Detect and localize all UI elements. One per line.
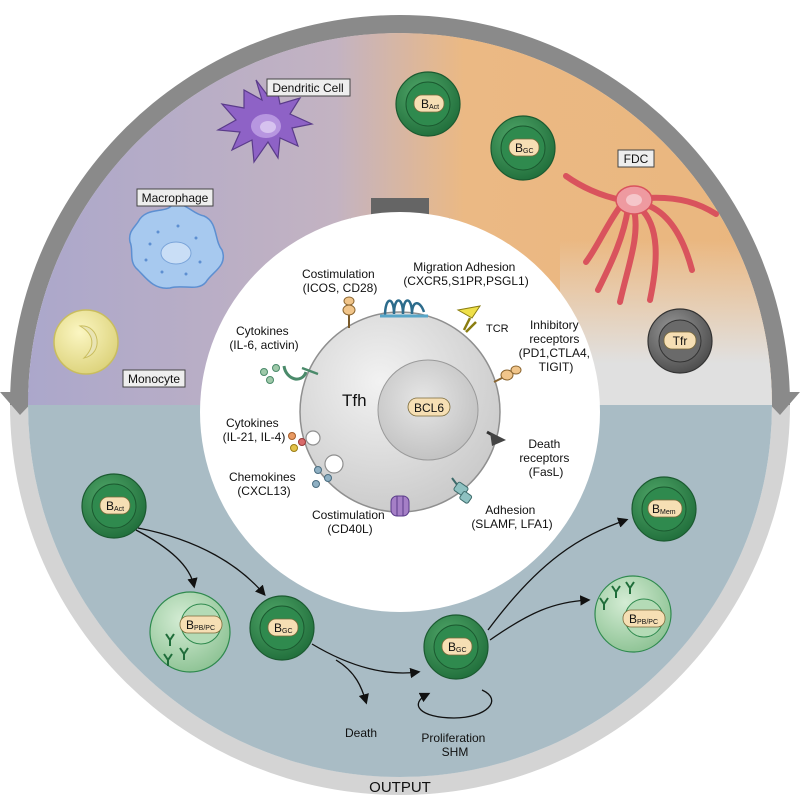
macrophage-cell: [128, 203, 225, 289]
label-costim-bottom: Costimulation (CD40L): [312, 508, 388, 536]
label-proliferation: Proliferation SHM: [421, 731, 488, 759]
svg-text:BAct: BAct: [106, 499, 124, 513]
b-act-cell-bottom: BAct: [81, 473, 147, 539]
label-death: Death: [345, 726, 377, 740]
label-death-receptors: Death receptors (FasL): [519, 437, 572, 479]
tfh-cell: Tfh BCL6: [299, 311, 501, 513]
receptor-inhibitory: [493, 365, 522, 383]
arrow-act-to-gc: [137, 527, 266, 596]
macrophage-label: Macrophage: [136, 188, 214, 207]
label-inhibitory: Inhibitory receptors (PD1,CTLA4, TIGIT): [519, 318, 594, 374]
b-gc-cell-middle: BGC: [249, 595, 315, 661]
monocyte-label: Monocyte: [122, 369, 186, 388]
svg-text:Dendritic Cell: Dendritic Cell: [272, 81, 343, 95]
label-migration: Migration Adhesion (CXCR5,S1PR,PSGL1): [403, 260, 528, 288]
b-act-cell-top: BAct: [395, 71, 461, 137]
label-chemokines: Chemokines (CXCL13): [229, 470, 299, 498]
svg-text:Macrophage: Macrophage: [142, 191, 209, 205]
fdc-label: FDC: [617, 149, 655, 168]
proliferation-loop: [417, 689, 493, 719]
label-cytokines-bottom: Cytokines (IL-21, IL-4): [223, 416, 286, 444]
monocyte-cell: [53, 309, 119, 375]
b-pbpc-cell-right: BPB/PC: [594, 575, 672, 653]
svg-text:BAct: BAct: [421, 97, 439, 111]
svg-text:Tfr: Tfr: [673, 334, 688, 348]
output-label: OUTPUT: [369, 779, 431, 796]
svg-text:FDC: FDC: [624, 152, 649, 166]
svg-text:BPB/PC: BPB/PC: [186, 618, 215, 632]
svg-text:BGC: BGC: [448, 640, 467, 654]
label-adhesion: Adhesion (SLAMF, LFA1): [471, 503, 552, 531]
label-costim-top: Costimulation (ICOS, CD28): [302, 267, 378, 295]
arrow-gcright-to-pbpc: [489, 595, 591, 641]
chemokine-vesicle: [312, 454, 344, 488]
label-tcr: TCR: [486, 323, 509, 335]
svg-text:BGC: BGC: [515, 141, 534, 155]
receptor-death: [486, 430, 506, 446]
arrow-gc-to-death: [335, 659, 369, 705]
b-gc-cell-right: BGC: [423, 614, 489, 680]
svg-text:BCL6: BCL6: [414, 401, 444, 415]
receptor-costim-top: [342, 296, 356, 328]
arrow-act-to-pbpc: [135, 529, 198, 589]
fdc-body: [615, 185, 653, 215]
svg-text:BPB/PC: BPB/PC: [629, 612, 658, 626]
b-gc-cell-top: BGC: [490, 115, 556, 181]
svg-text:BMem: BMem: [652, 502, 676, 516]
dendritic-cell: [216, 79, 314, 164]
fdc-cell: [563, 173, 719, 305]
receptor-costim-bottom: [390, 495, 410, 517]
dendritic-cell-label: Dendritic Cell: [266, 78, 351, 97]
cytokine-vesicle: [288, 430, 321, 452]
receptor-adhesion: [451, 477, 473, 504]
label-cytokines-top: Cytokines (IL-6, activin): [229, 324, 298, 352]
receptor-tcr: [456, 305, 482, 333]
b-pbpc-cell-left: BPB/PC: [149, 591, 231, 673]
receptor-cytokine-top: [260, 364, 319, 384]
flow-arrows: [135, 517, 629, 719]
svg-text:BGC: BGC: [274, 621, 293, 635]
svg-text:Tfh: Tfh: [342, 391, 367, 410]
tfr-cell: Tfr: [647, 308, 713, 374]
arrow-gcright-to-mem: [487, 517, 629, 631]
arrow-gc-to-gcright: [311, 643, 421, 679]
receptor-gpcr: [380, 299, 428, 318]
b-mem-cell: BMem: [631, 476, 697, 542]
svg-text:Monocyte: Monocyte: [128, 372, 180, 386]
